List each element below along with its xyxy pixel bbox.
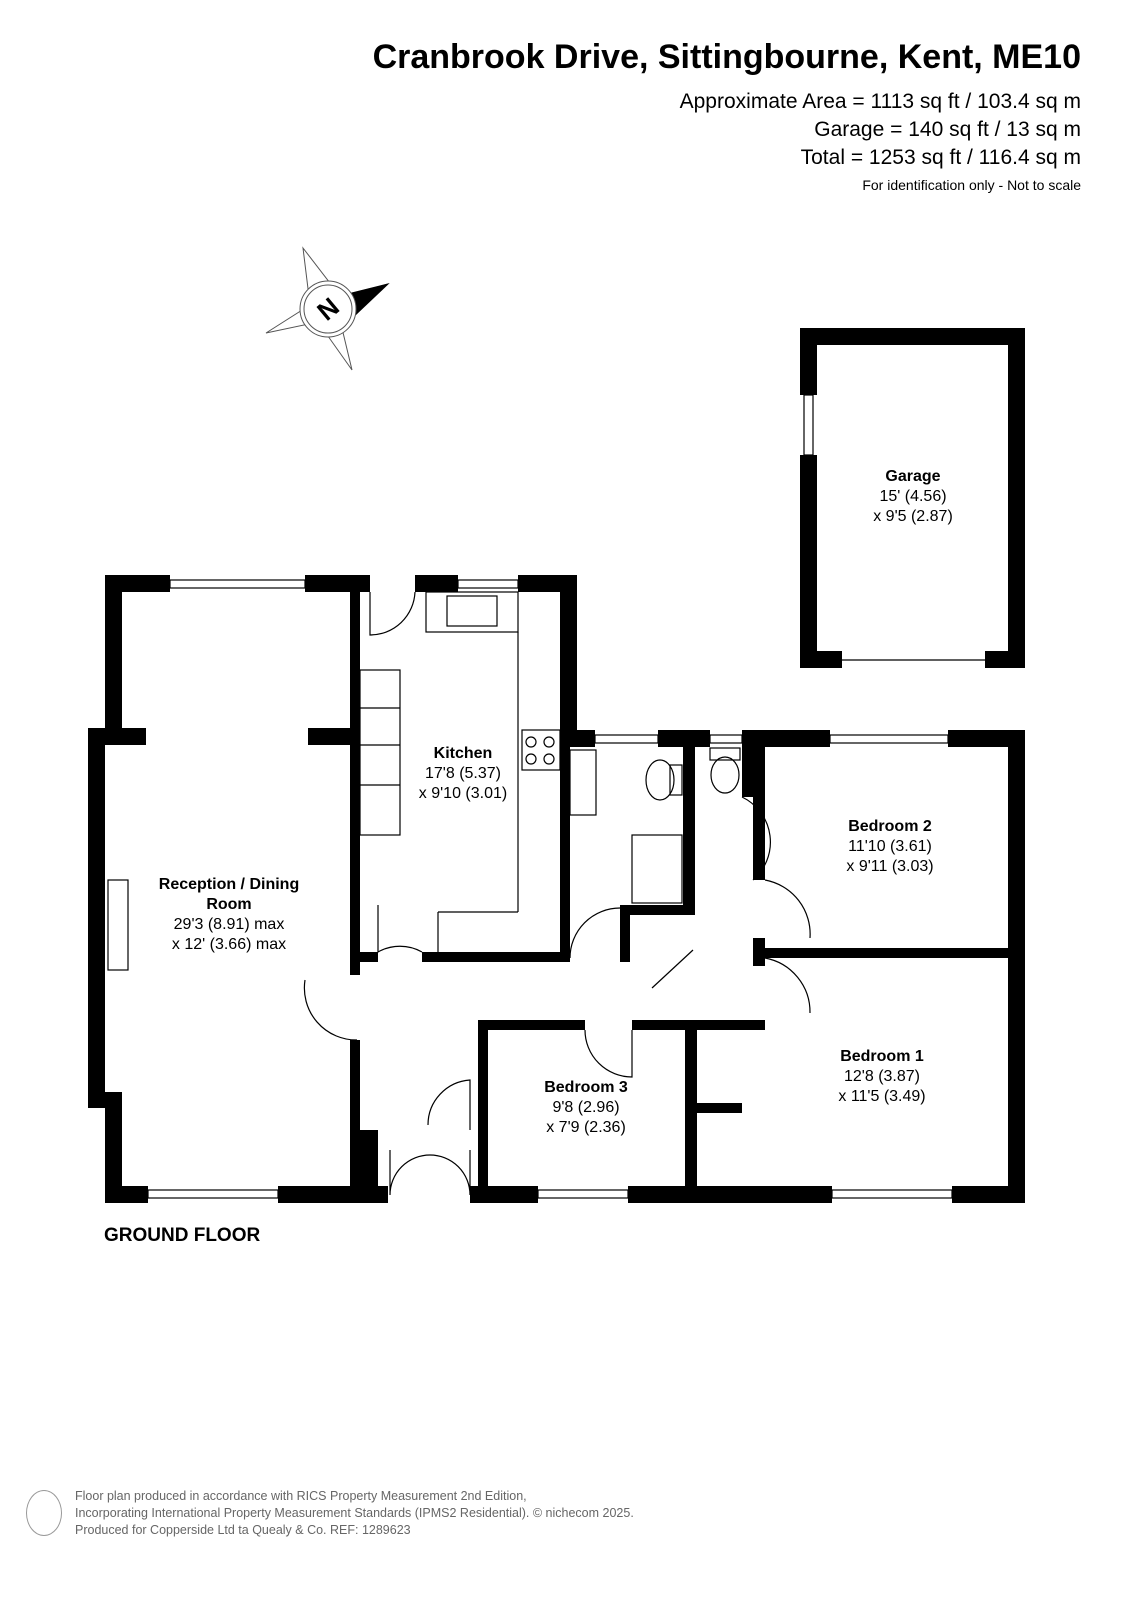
- room-garage: Garage 15' (4.56) x 9'5 (2.87): [873, 467, 953, 527]
- total-area: Total = 1253 sq ft / 116.4 sq m: [800, 146, 1081, 169]
- room-dim: 15' (4.56): [879, 488, 947, 505]
- room-dim: x 9'10 (3.01): [418, 785, 508, 802]
- footer-line: Floor plan produced in accordance with R…: [75, 1489, 527, 1503]
- room-dim: 29'3 (8.91) max: [173, 916, 285, 933]
- room-name: Garage: [885, 468, 941, 485]
- room-dim: 17'8 (5.37): [425, 765, 501, 782]
- scale-note: For identification only - Not to scale: [862, 177, 1081, 193]
- garage-area: Garage = 140 sq ft / 13 sq m: [814, 118, 1081, 141]
- room-name: Bedroom 3: [544, 1079, 628, 1096]
- room-dim: 12'8 (3.87): [844, 1068, 920, 1085]
- room-name: Kitchen: [433, 745, 493, 762]
- room-kitchen: Kitchen 17'8 (5.37) x 9'10 (3.01): [419, 744, 507, 804]
- footer: Floor plan produced in accordance with R…: [75, 1488, 634, 1539]
- room-reception: Reception / Dining Room 29'3 (8.91) max x …: [154, 875, 304, 955]
- room-name: Bedroom 2: [848, 818, 932, 835]
- room-dim: 11'10 (3.61): [848, 838, 932, 855]
- room-dim: x 9'11 (3.03): [846, 858, 934, 875]
- room-bedroom-3: Bedroom 3 9'8 (2.96) x 7'9 (2.36): [544, 1078, 628, 1138]
- walls: [88, 328, 1025, 1203]
- room-dim: x 9'5 (2.87): [873, 508, 953, 525]
- room-name: Reception / Dining Room: [158, 876, 300, 913]
- room-dim: x 11'5 (3.49): [838, 1088, 926, 1105]
- room-bedroom-2: Bedroom 2 11'10 (3.61) x 9'11 (3.03): [846, 817, 933, 877]
- floor-label: GROUND FLOOR: [104, 1225, 261, 1246]
- room-dim: x 12' (3.66) max: [171, 936, 287, 953]
- footer-line: Produced for Copperside Ltd ta Quealy & …: [75, 1523, 411, 1537]
- property-title: Cranbrook Drive, Sittingbourne, Kent, ME…: [372, 38, 1081, 76]
- room-dim: 9'8 (2.96): [552, 1099, 620, 1116]
- footer-line: Incorporating International Property Mea…: [75, 1506, 634, 1520]
- room-name: Bedroom 1: [840, 1048, 924, 1065]
- windows-doors: [107, 394, 985, 1199]
- room-dim: x 7'9 (2.36): [546, 1119, 626, 1136]
- person-icon: [26, 1490, 62, 1536]
- room-bedroom-1: Bedroom 1 12'8 (3.87) x 11'5 (3.49): [838, 1047, 925, 1107]
- compass-icon: N: [265, 246, 390, 371]
- approx-area: Approximate Area = 1113 sq ft / 103.4 sq…: [679, 90, 1081, 113]
